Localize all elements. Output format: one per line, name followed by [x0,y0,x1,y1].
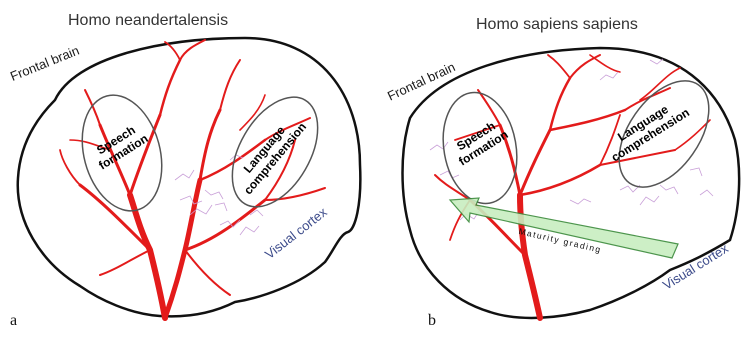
maturity-arrow [450,198,678,258]
panel-letter-a: a [10,312,17,330]
panel-letter-b: b [428,312,436,330]
vessels-a [60,40,325,318]
title-panel-a: Homo neandertalensis [68,12,228,30]
title-panel-b: Homo sapiens sapiens [476,16,638,34]
